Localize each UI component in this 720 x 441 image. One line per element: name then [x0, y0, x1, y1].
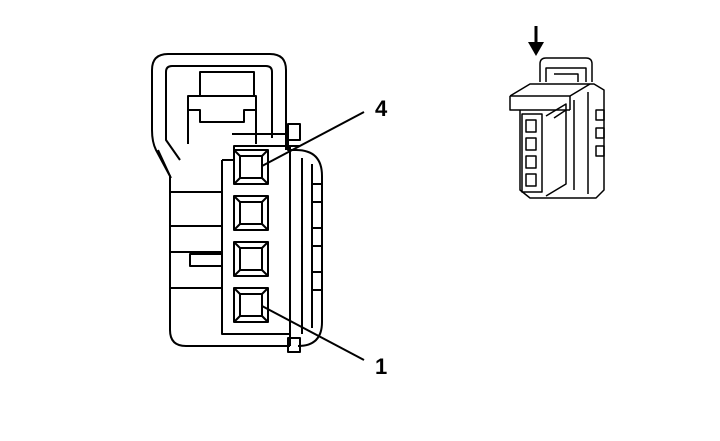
- connector-front-view: [151, 53, 365, 361]
- pin-label-1: 1: [375, 354, 387, 379]
- arrow-down-icon: [528, 26, 544, 56]
- connector-housing: [157, 123, 323, 353]
- leader-line-pin-1: [261, 305, 365, 361]
- pin-cavity: [233, 287, 269, 323]
- pin-cavity: [233, 241, 269, 277]
- pin-cavity: [233, 149, 269, 185]
- connector-perspective-view: [509, 57, 605, 199]
- locking-latch: [151, 53, 287, 179]
- pin-cavity: [233, 195, 269, 231]
- leader-line-pin-4: [261, 111, 365, 167]
- pin-label-4: 4: [375, 96, 388, 121]
- terminal-cavities: [233, 149, 269, 323]
